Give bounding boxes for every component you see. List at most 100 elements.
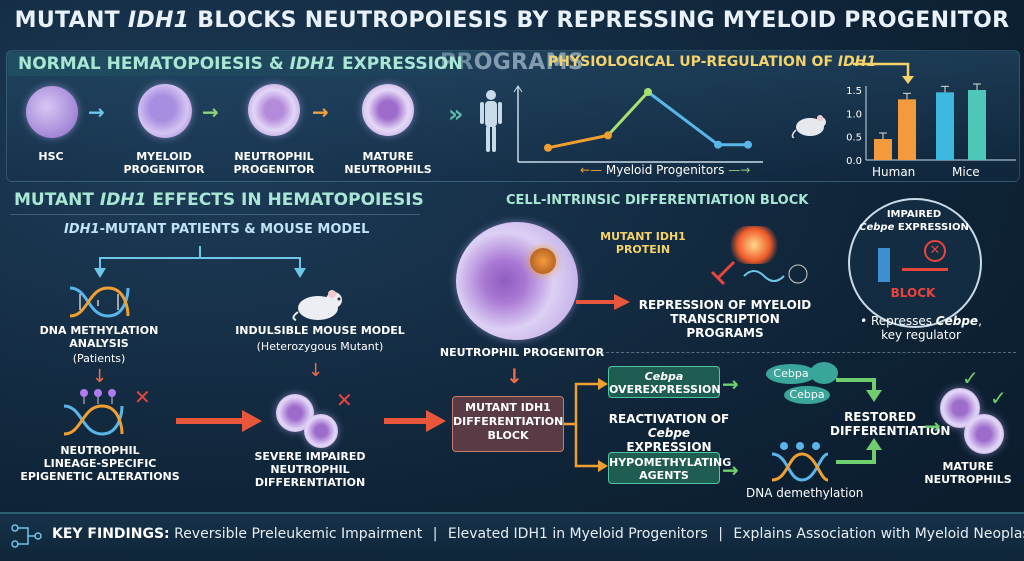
cross-icon: ✕: [336, 388, 353, 412]
mutant-subheading: IDH1-MUTANT PATIENTS & MOUSE MODEL: [64, 222, 370, 237]
upregulation-title: PHYSIOLOGICAL UP-REGULATION OF IDH1: [548, 54, 877, 70]
bar-chart: 0.0 0.5 1.0 1.5: [846, 83, 1016, 167]
human-figure-icon: [480, 90, 502, 152]
line-segment: [606, 90, 650, 137]
line-point: [744, 140, 752, 149]
arrow-right-icon: →: [312, 100, 329, 124]
axis-arrow-icon: [513, 85, 523, 93]
stage-label-hsc: HSC: [38, 150, 64, 163]
line-point: [644, 88, 652, 96]
dna-methylation-label: DNA METHYLATION ANALYSIS: [39, 324, 159, 350]
mature-label: MATURE NEUTROPHILS: [924, 460, 1012, 486]
inhibition-icon: [710, 260, 808, 286]
cebpa-bubble: Cebpa: [784, 386, 830, 404]
block-heading: CELL-INTRINSIC DIFFERENTIATION BLOCK: [506, 193, 809, 208]
arrow-right-icon: [576, 294, 630, 310]
impaired-cebpe-label: Cebpe EXPRESSION: [859, 222, 969, 233]
arrow-right-icon: →: [88, 100, 105, 124]
mouse-model-sub: (Heterozygous Mutant): [256, 340, 384, 353]
repression-label: REPRESSION OF MYELOID TRANSCRIPTION PROG…: [638, 298, 812, 340]
hypomethylating-box: HYPOMETHYLATING AGENTS: [608, 452, 731, 484]
arrow-down-icon: ↓: [506, 364, 523, 388]
hsc-cell-icon: [26, 86, 78, 138]
impaired-title: IMPAIRED: [886, 209, 942, 220]
line-segment: [647, 90, 719, 146]
mature-neutrophil-cell-icon: [362, 84, 414, 136]
impaired-cebpe-panel: [848, 198, 982, 328]
cross-icon: ✕: [924, 240, 946, 262]
stage-label-mature: MATURE NEUTROPHILS: [344, 150, 432, 176]
check-icon: ✓: [990, 386, 1007, 410]
methylated-dna-icon: ✕: [63, 386, 151, 436]
mutant-protein-icon: [530, 248, 556, 274]
differentiation-block-box: MUTANT IDH1 DIFFERENTIATION BLOCK: [452, 396, 564, 452]
arrow-down-icon: [853, 62, 914, 84]
svg-text:✕: ✕: [134, 386, 151, 409]
brace-arrows: [94, 246, 306, 278]
impaired-bar: [878, 248, 890, 282]
stage-label-myeloid: MYELOID PROGENITOR: [123, 150, 205, 176]
network-icon: [11, 524, 42, 548]
demethylation-label: DNA demethylation: [746, 486, 864, 500]
line-point: [714, 140, 722, 149]
restored-label: RESTORED DIFFERENTIATION: [830, 410, 951, 438]
impaired-cell-icon: [304, 414, 338, 448]
bar-tick-label: 0.0: [846, 156, 862, 167]
arrow-right-icon: [176, 410, 262, 432]
line-chart: [513, 85, 763, 163]
key-findings-bar: [0, 512, 1024, 561]
divider: [10, 214, 420, 215]
bar: [874, 139, 892, 160]
line-point: [544, 143, 552, 152]
impaired-label: SEVERE IMPAIRED NEUTROPHIL DIFFERENTIATI…: [254, 450, 366, 489]
myeloid-progenitor-cell-icon: [138, 84, 192, 138]
bar-category-mice: Mice: [952, 165, 980, 179]
arrow-right-icon: →: [722, 372, 739, 396]
converging-arrows: [836, 378, 882, 464]
bar-tick-label: 0.5: [846, 133, 862, 144]
arrow-right-icon: →: [924, 414, 941, 438]
bar: [898, 99, 916, 160]
epigenetic-label: NEUTROPHIL LINEAGE-SPECIFIC EPIGENETIC A…: [20, 444, 180, 483]
branch-arrows: [564, 378, 608, 472]
bar-category-human: Human: [872, 165, 916, 179]
mouse-icon: [292, 290, 342, 321]
bar-tick-label: 1.0: [846, 109, 862, 120]
mouse-icon: [791, 115, 826, 138]
cebpa-bubble-plain: [810, 362, 838, 384]
stage-label-neutrophil-progenitor: NEUTROPHIL PROGENITOR: [233, 150, 315, 176]
line-chart-xlabel: ←— Myeloid Progenitors —→: [580, 163, 751, 177]
represses-text: • Represses Cebpe, key regulator: [860, 314, 982, 342]
arrow-right-icon: →: [202, 100, 219, 124]
dashed-divider: [596, 352, 1016, 353]
key-findings-text: KEY FINDINGS: Reversible Preleukemic Imp…: [52, 526, 1024, 542]
bar-tick-label: 1.5: [846, 86, 862, 97]
arrow-down-icon: ↓: [308, 360, 324, 381]
neutrophil-progenitor-cell-icon: [456, 222, 578, 340]
protein-label: MUTANT IDH1 PROTEIN: [600, 230, 686, 256]
block-line: [902, 268, 948, 271]
molecule-icon: [728, 226, 780, 264]
dna-helix-icon: [69, 286, 130, 318]
mutant-heading: MUTANT IDH1 EFFECTS IN HEMATOPOIESIS: [14, 190, 424, 210]
demethylated-dna-icon: [771, 442, 829, 482]
normal-heading: NORMAL HEMATOPOIESIS & IDH1 EXPRESSION: [8, 52, 473, 76]
arrow-right-icon: [384, 410, 446, 432]
bar: [936, 92, 954, 160]
page-title: MUTANT IDH1 BLOCKS NEUTROPOIESIS BY REPR…: [14, 8, 1010, 75]
mature-neutrophil-cell-icon: [964, 414, 1004, 454]
dna-methylation-sub: (Patients): [72, 352, 126, 365]
progenitor-label: NEUTROPHIL PROGENITOR: [439, 346, 605, 359]
line-point: [604, 131, 612, 140]
cebpa-bubble: Cebpa: [766, 364, 816, 384]
check-icon: ✓: [962, 366, 979, 390]
block-word: BLOCK: [890, 286, 936, 300]
mouse-model-label: INDULSIBLE MOUSE MODEL: [235, 324, 405, 337]
line-segment: [547, 133, 609, 150]
bar: [968, 90, 986, 160]
chevron-right-icon: »: [448, 100, 464, 128]
arrow-right-icon: →: [722, 458, 739, 482]
arrow-down-icon: ↓: [92, 366, 108, 387]
